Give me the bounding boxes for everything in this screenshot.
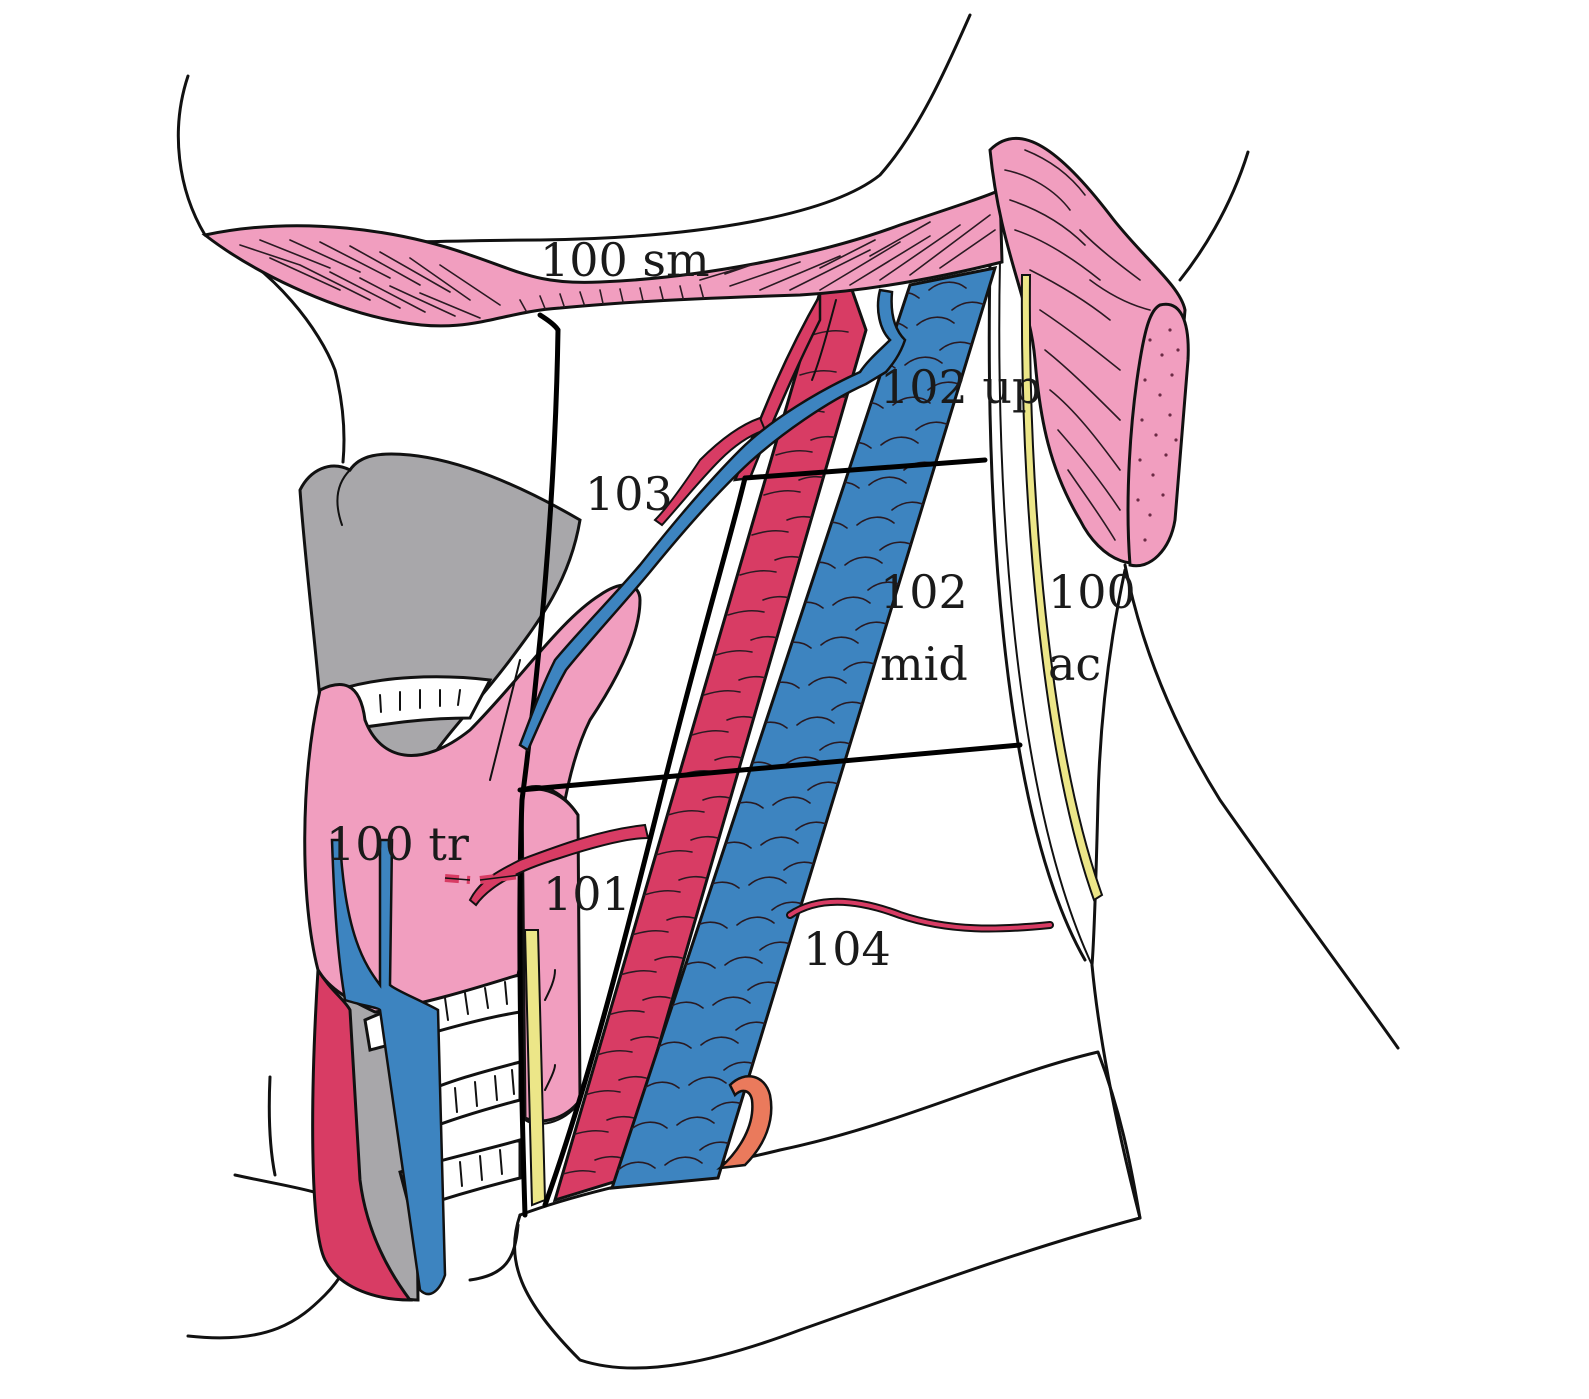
left-lower-vessels <box>311 838 447 1302</box>
accessory-nerve <box>1020 274 1104 902</box>
thoracic-duct <box>716 1075 773 1170</box>
label-100-ac-word: ac <box>1048 637 1101 691</box>
label-102-mid-word: mid <box>880 637 968 691</box>
labels: 100 sm 102 up 103 102 mid 100 ac 100 tr … <box>326 233 1136 976</box>
transverse-cervical-artery <box>786 897 1054 933</box>
jugular-vein <box>518 266 998 1190</box>
sternocleidomastoid-muscle <box>988 136 1190 568</box>
label-102-up: 102 up <box>880 360 1042 414</box>
label-101: 101 <box>543 867 631 921</box>
level-boundaries <box>517 457 1023 1208</box>
digastric-muscle <box>201 187 1004 328</box>
muscle-cross-section-dots <box>1136 328 1180 542</box>
label-100-sm: 100 sm <box>540 233 710 287</box>
label-103: 103 <box>585 467 673 521</box>
label-100-tr: 100 tr <box>326 817 469 871</box>
label-102-mid-number: 102 <box>880 565 968 619</box>
label-100-ac-number: 100 <box>1048 565 1136 619</box>
label-104: 104 <box>803 922 891 976</box>
